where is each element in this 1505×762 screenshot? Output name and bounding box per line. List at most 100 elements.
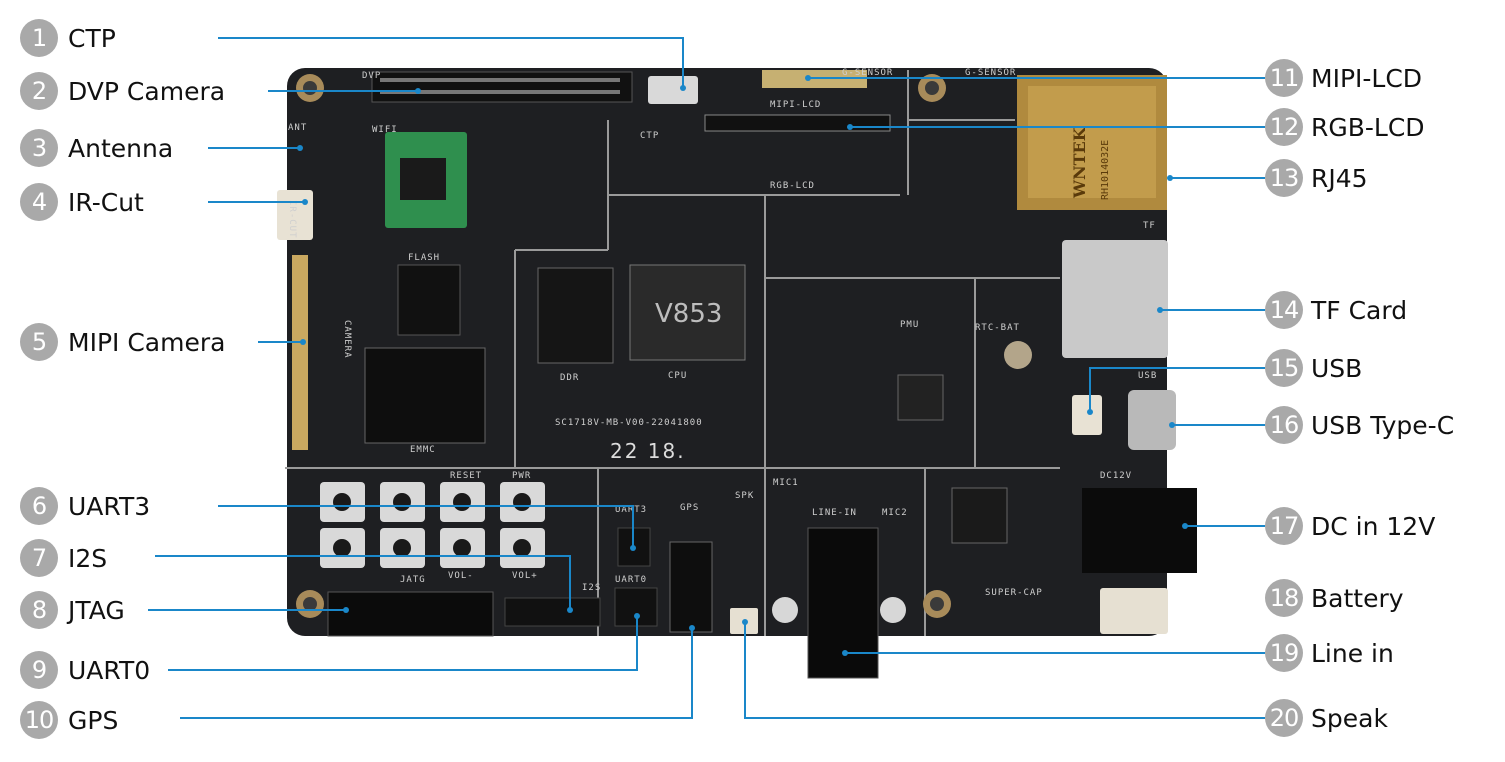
callout-uart3: 6 UART3 — [20, 486, 150, 526]
callout-label: Battery — [1311, 583, 1404, 613]
callout-label: Line in — [1311, 638, 1394, 668]
silk-reset: RESET — [450, 471, 482, 481]
callout-label: GPS — [68, 705, 119, 735]
silk-spk: SPK — [735, 491, 754, 501]
callout-label: USB Type-C — [1311, 410, 1455, 440]
leader-line-1 — [218, 37, 684, 88]
callout-number: 12 — [1265, 108, 1303, 146]
callout-speak: 20 Speak — [1265, 698, 1388, 738]
silk-dvp: DVP — [362, 71, 381, 81]
callout-i2s: 7 I2S — [20, 538, 107, 578]
callout-label: I2S — [68, 543, 108, 573]
callout-number: 6 — [20, 487, 58, 525]
callout-number: 16 — [1265, 406, 1303, 444]
callout-number: 9 — [20, 651, 58, 689]
callout-label: CTP — [68, 23, 116, 53]
silk-ddr: DDR — [560, 373, 579, 383]
silk-dc12v: DC12V — [1100, 471, 1132, 481]
silk-jatg: JATG — [400, 575, 426, 585]
silk-cpu: CPU — [668, 371, 687, 381]
callout-dc-in-12v: 17 DC in 12V — [1265, 506, 1435, 546]
callout-number: 19 — [1265, 634, 1303, 672]
silk-line-in: LINE-IN — [812, 508, 857, 518]
silk-mipi-lcd: MIPI-LCD — [770, 100, 821, 110]
silk-super-cap: SUPER-CAP — [985, 588, 1043, 598]
callout-label: UART0 — [68, 655, 151, 685]
callout-label: Antenna — [68, 133, 174, 163]
rj45-brand: WNTEK — [1070, 126, 1089, 199]
callout-label: Speak — [1311, 703, 1388, 733]
silk-usb: USB — [1138, 371, 1157, 381]
callout-number: 10 — [20, 701, 58, 739]
callout-mipi-lcd: 11 MIPI-LCD — [1265, 58, 1422, 98]
callout-uart0: 9 UART0 — [20, 650, 150, 690]
silk-uart3: UART3 — [615, 505, 647, 515]
silk-i2s: I2S — [582, 583, 601, 593]
silk-board-id: SC1718V-MB-V00-22041800 — [555, 418, 703, 428]
callout-number: 1 — [20, 19, 58, 57]
callout-number: 20 — [1265, 699, 1303, 737]
callout-number: 11 — [1265, 59, 1303, 97]
callout-label: UART3 — [68, 491, 151, 521]
callout-label: RJ45 — [1311, 163, 1368, 193]
silk-wifi: WIFI — [372, 125, 398, 135]
callout-label: MIPI-LCD — [1311, 63, 1423, 93]
silk-uart0: UART0 — [615, 575, 647, 585]
callout-number: 2 — [20, 72, 58, 110]
silk-vol-plus: VOL+ — [512, 571, 538, 581]
callout-number: 18 — [1265, 579, 1303, 617]
callout-dvp-camera: 2 DVP Camera — [20, 71, 225, 111]
silk-ir-cut: IR-CUT — [287, 200, 297, 239]
leader-line-7 — [155, 555, 571, 610]
callout-number: 3 — [20, 129, 58, 167]
leader-lines — [148, 37, 1265, 719]
leader-line-20 — [744, 622, 1265, 719]
leader-line-9 — [168, 616, 638, 671]
callout-usb: 15 USB — [1265, 348, 1362, 388]
callout-label: DVP Camera — [68, 76, 226, 106]
callout-number: 14 — [1265, 291, 1303, 329]
silk-g-sensor-1: G-SENSOR — [842, 68, 893, 78]
silk-mic2: MIC2 — [882, 508, 908, 518]
leader-line-10 — [180, 628, 693, 719]
silk-mic1: MIC1 — [773, 478, 799, 488]
callout-number: 4 — [20, 183, 58, 221]
callout-label: RGB-LCD — [1311, 112, 1425, 142]
silk-pmu: PMU — [900, 320, 919, 330]
callout-rgb-lcd: 12 RGB-LCD — [1265, 107, 1425, 147]
callout-mipi-camera: 5 MIPI Camera — [20, 322, 225, 362]
cpu-marking: V853 — [655, 299, 722, 329]
silk-rtc-bat: RTC-BAT — [975, 323, 1020, 333]
silk-ant: ANT — [288, 123, 307, 133]
callout-antenna: 3 Antenna — [20, 128, 173, 168]
callout-ctp: 1 CTP — [20, 18, 116, 58]
rj45-model: RH1014032E — [1100, 140, 1111, 200]
callout-number: 7 — [20, 539, 58, 577]
callout-line-in: 19 Line in — [1265, 633, 1394, 673]
callout-number: 15 — [1265, 349, 1303, 387]
silk-emmc: EMMC — [410, 445, 436, 455]
callout-number: 5 — [20, 323, 58, 361]
callout-gps: 10 GPS — [20, 700, 118, 740]
silk-camera: CAMERA — [342, 320, 352, 359]
callout-label: MIPI Camera — [68, 327, 226, 357]
silk-rgb-lcd: RGB-LCD — [770, 181, 815, 191]
callout-label: JTAG — [68, 595, 125, 625]
callout-label: DC in 12V — [1311, 511, 1436, 541]
callout-number: 8 — [20, 591, 58, 629]
callout-rj45: 13 RJ45 — [1265, 158, 1368, 198]
callout-number: 17 — [1265, 507, 1303, 545]
callout-tf-card: 14 TF Card — [1265, 290, 1407, 330]
silk-vol-minus: VOL- — [448, 571, 474, 581]
silk-pwr: PWR — [512, 471, 531, 481]
leader-line-15 — [1089, 367, 1265, 412]
silk-gps: GPS — [680, 503, 699, 513]
silk-tf: TF — [1143, 221, 1156, 231]
leader-line-6 — [218, 505, 634, 548]
callout-usb-type-c: 16 USB Type-C — [1265, 405, 1454, 445]
callout-battery: 18 Battery — [1265, 578, 1404, 618]
callout-number: 13 — [1265, 159, 1303, 197]
callout-label: TF Card — [1311, 295, 1408, 325]
